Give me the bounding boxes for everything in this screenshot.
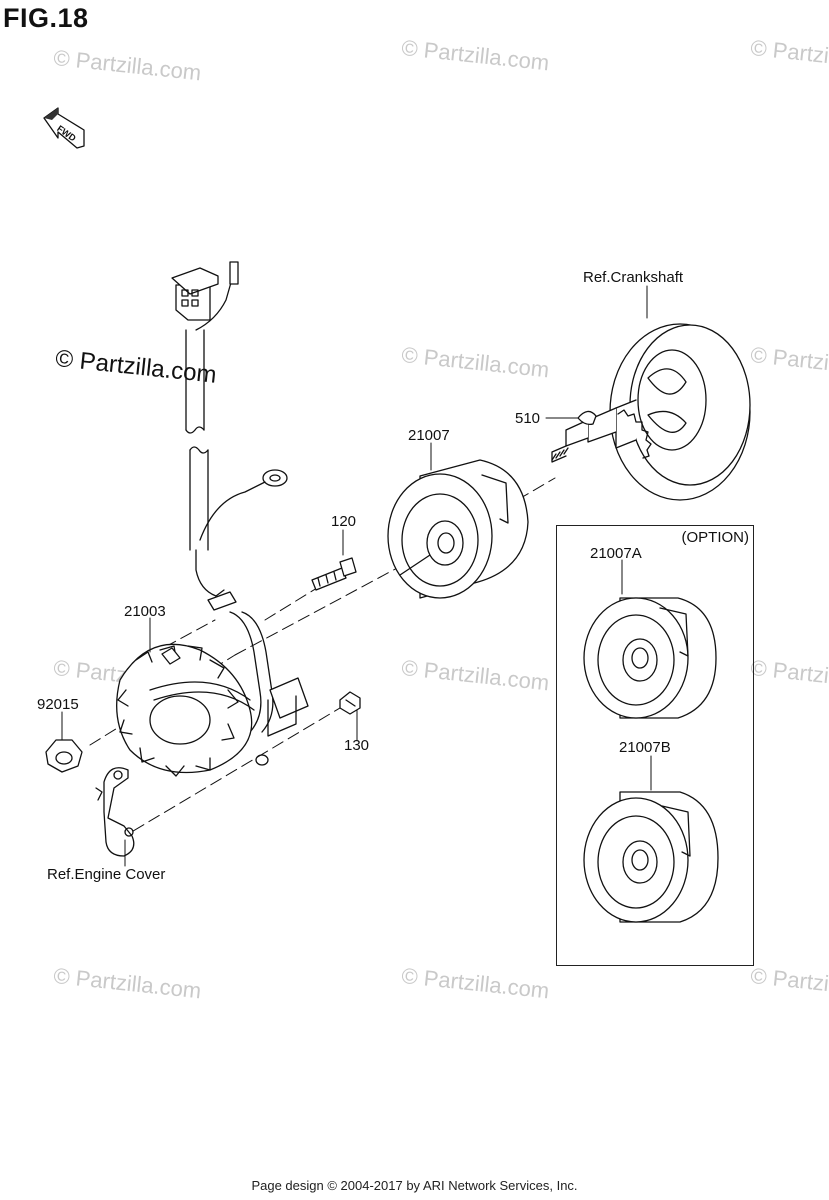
nut-92015[interactable] [45, 739, 83, 773]
rotor-21007A[interactable] [583, 597, 717, 719]
footer-copyright: Page design © 2004-2017 by ARI Network S… [251, 1178, 578, 1193]
callout-ref-crankshaft[interactable]: Ref.Crankshaft [583, 269, 684, 286]
callout-21007[interactable]: 21007 [408, 427, 450, 444]
callout-130[interactable]: 130 [344, 737, 370, 754]
bolt-120[interactable] [311, 557, 357, 591]
rotor-21007B[interactable] [583, 791, 719, 923]
callout-ref-engine-cover[interactable]: Ref.Engine Cover [47, 866, 166, 883]
woodruff-key[interactable] [577, 410, 597, 426]
cover-plate[interactable] [95, 767, 135, 857]
option-label: (OPTION) [681, 529, 750, 546]
callout-510[interactable]: 510 [515, 410, 541, 427]
stator-21003[interactable] [116, 643, 309, 777]
callout-92015[interactable]: 92015 [37, 696, 79, 713]
rotor-21007[interactable] [387, 459, 529, 599]
fwd-arrow-icon: FWD [43, 107, 85, 149]
callout-21007B[interactable]: 21007B [619, 739, 671, 756]
figure-title: FIG.18 [3, 3, 89, 33]
wire-harness[interactable] [171, 261, 288, 733]
callout-21007A[interactable]: 21007A [590, 545, 642, 562]
callout-120[interactable]: 120 [331, 513, 357, 530]
crankshaft[interactable] [551, 323, 751, 501]
bolt-130[interactable] [339, 691, 361, 715]
option-box: (OPTION) [556, 525, 754, 966]
callout-21003[interactable]: 21003 [124, 603, 166, 620]
leader-lines [61, 285, 652, 867]
